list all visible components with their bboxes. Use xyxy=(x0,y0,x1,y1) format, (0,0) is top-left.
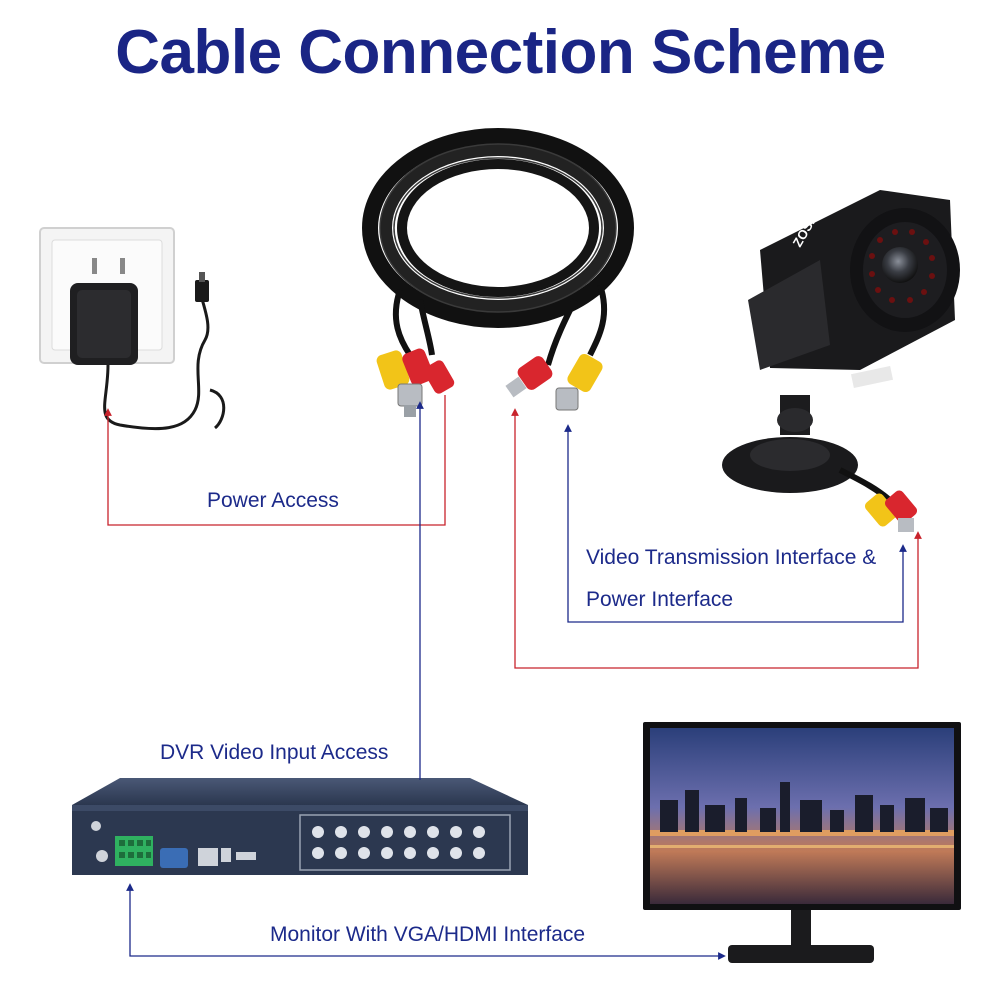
page-title: Cable Connection Scheme xyxy=(115,18,886,87)
power-access-label: Power Access xyxy=(207,489,339,512)
video-transmission-label-line2: Power Interface xyxy=(586,588,734,611)
coiled-cable-icon xyxy=(362,128,634,366)
monitor-connection-line xyxy=(126,883,726,960)
cable-right-connectors-icon xyxy=(505,353,603,411)
camera-power-line xyxy=(511,408,922,669)
monitor-interface-label: Monitor With VGA/HDMI Interface xyxy=(270,923,586,946)
video-transmission-line xyxy=(564,424,907,623)
dvr-recorder-icon xyxy=(72,778,528,875)
dvr-video-input-label: DVR Video Input Access xyxy=(160,741,389,764)
power-access-line xyxy=(104,395,446,526)
monitor-icon xyxy=(643,722,961,963)
cable-left-connectors-icon xyxy=(376,348,455,417)
video-transmission-label-line1: Video Transmission Interface & xyxy=(586,546,877,569)
camera-icon xyxy=(722,190,960,532)
power-adapter-icon xyxy=(70,272,226,431)
